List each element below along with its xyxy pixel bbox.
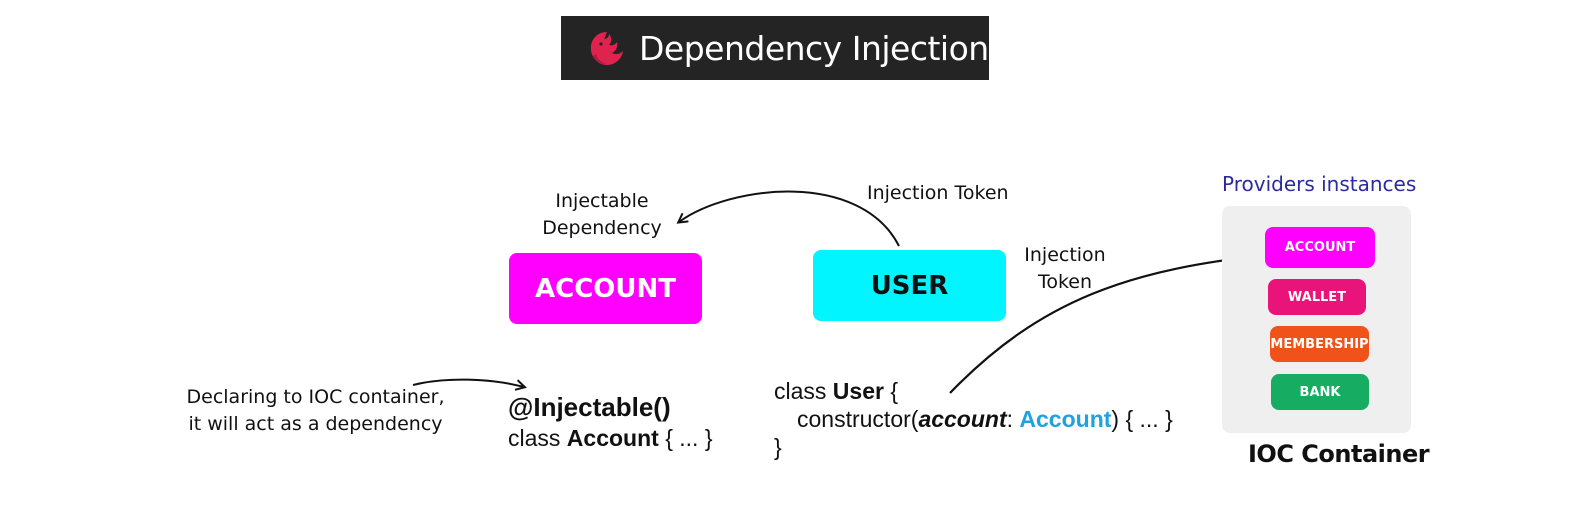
provider-bank: BANK bbox=[1271, 374, 1369, 410]
class-body: { ... } bbox=[665, 425, 713, 451]
open-brace: { bbox=[890, 378, 899, 404]
param-type: Account bbox=[1019, 406, 1112, 432]
account-box: ACCOUNT bbox=[509, 253, 702, 324]
injectable-decorator: @Injectable() bbox=[508, 392, 671, 422]
injection-token-right-line1: Injection bbox=[1024, 244, 1106, 266]
declaring-line1: Declaring to IOC container, bbox=[186, 386, 445, 408]
injectable-dependency-label: Injectable Dependency bbox=[541, 188, 663, 242]
param-colon: : bbox=[1006, 406, 1020, 432]
constructor-body: ) { ... } bbox=[1111, 406, 1173, 432]
constructor-keyword: constructor( bbox=[797, 406, 919, 432]
ioc-container-label: IOC Container bbox=[1248, 440, 1430, 468]
class-name-account: Account bbox=[566, 425, 659, 451]
close-brace: } bbox=[774, 434, 782, 460]
user-class-line: class User { bbox=[774, 377, 1173, 405]
user-box: USER bbox=[813, 250, 1006, 321]
providers-instances-title: Providers instances bbox=[1222, 172, 1417, 196]
injectable-label-line1: Injectable bbox=[555, 190, 649, 212]
injection-token-arrow bbox=[679, 190, 900, 247]
injection-token-right-label: Injection Token bbox=[1010, 242, 1120, 296]
class-keyword: class bbox=[774, 378, 827, 404]
injectable-label-line2: Dependency bbox=[542, 217, 662, 239]
account-code-block: @Injectable() class Account { ... } bbox=[508, 392, 713, 452]
provider-account: ACCOUNT bbox=[1265, 227, 1375, 268]
injection-token-right-line2: Token bbox=[1037, 271, 1093, 293]
nestjs-logo-icon bbox=[590, 32, 623, 65]
user-code-block: class User { constructor(account: Accoun… bbox=[774, 377, 1173, 461]
constructor-param: account bbox=[918, 406, 1007, 432]
declaring-line2: it will act as a dependency bbox=[188, 413, 443, 435]
page-title: Dependency Injection bbox=[639, 28, 989, 68]
account-class-line: class Account { ... } bbox=[508, 425, 713, 452]
declaring-label: Declaring to IOC container, it will act … bbox=[168, 384, 463, 438]
injection-token-top-label: Injection Token bbox=[867, 182, 1009, 204]
constructor-line: constructor(account: Account) { ... } bbox=[774, 405, 1173, 433]
class-keyword: class bbox=[508, 425, 561, 451]
provider-membership: MEMBERSHIP bbox=[1270, 326, 1369, 362]
class-name-user: User bbox=[832, 378, 884, 404]
provider-wallet: WALLET bbox=[1268, 279, 1366, 315]
title-bar: Dependency Injection bbox=[561, 16, 989, 80]
